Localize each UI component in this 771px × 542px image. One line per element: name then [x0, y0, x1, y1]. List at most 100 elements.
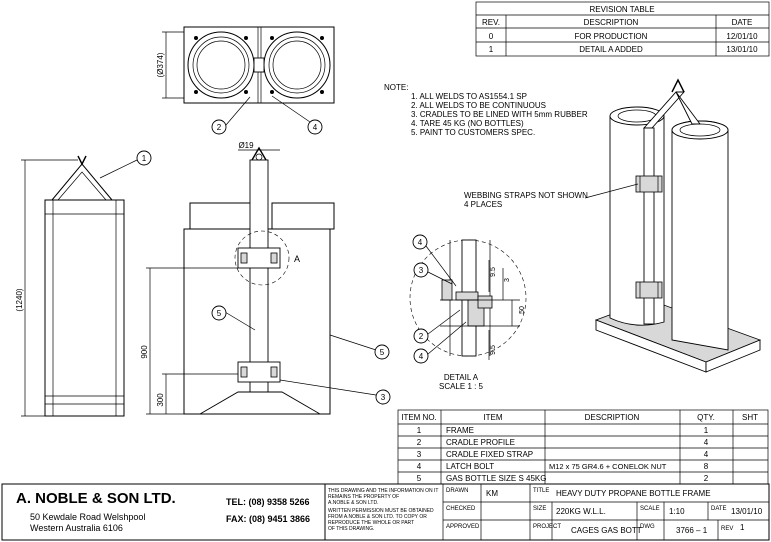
- side-view: (1240) 1: [15, 150, 152, 417]
- bom-header-item: ITEM: [483, 413, 502, 422]
- bom-cell-qty: 4: [704, 438, 709, 447]
- webbing-note-line2: 4 PLACES: [464, 200, 502, 209]
- note-line: 3. CRADLES TO BE LINED WITH 5mm RUBBER: [411, 110, 588, 119]
- detail-a-marker: A: [294, 254, 300, 264]
- isometric-view: WEBBING STRAPS NOT SHOWN 4 PLACES: [464, 78, 762, 373]
- copyright-line: THIS DRAWING AND THE INFORMATION ON IT: [328, 488, 438, 494]
- bill-of-materials: ITEM NO. ITEM DESCRIPTION QTY. SHT 1 FRA…: [397, 409, 769, 485]
- revision-table: REVISION TABLE REV. DESCRIPTION DATE 0 F…: [475, 1, 770, 57]
- date-value: 13/01/10: [731, 507, 763, 516]
- bom-cell-qty: 8: [704, 462, 709, 471]
- bom-cell-no: 3: [417, 450, 422, 459]
- revision-row-rev: 0: [489, 32, 494, 41]
- revision-header-description: DESCRIPTION: [584, 18, 639, 27]
- revision-row-rev: 1: [489, 45, 494, 54]
- bom-cell-item: CRADLE FIXED STRAP: [446, 450, 533, 459]
- revision-table-title: REVISION TABLE: [589, 5, 654, 14]
- bom-cell-item: FRAME: [446, 426, 474, 435]
- callout-4-top: 4: [313, 123, 318, 132]
- copyright-line: FROM A.NOBLE & SON LTD. TO COPY OR: [328, 514, 427, 520]
- height-dimension: (1240): [15, 288, 24, 311]
- bom-cell-qty: 1: [704, 426, 709, 435]
- copyright-line: REPRODUCE THE WHOLE OR PART: [328, 520, 414, 526]
- detail-a-view: 9.5 3 50 9.5 4 3 2 4 DETAIL A SCALE 1 : …: [409, 234, 527, 391]
- callout-4-detail-top: 4: [418, 238, 423, 247]
- diameter-dimension: (Ø374): [156, 52, 165, 77]
- drawing-title: HEAVY DUTY PROPANE BOTTLE FRAME: [556, 489, 711, 498]
- revision-row-description: FOR PRODUCTION: [575, 32, 648, 41]
- revision-header-date: DATE: [732, 18, 753, 27]
- notes-block: NOTE: 1. ALL WELDS TO AS1554.1 SP 2. ALL…: [384, 83, 588, 137]
- callout-5-right: 5: [380, 348, 385, 357]
- rev-value: 1: [740, 523, 745, 532]
- revision-row-description: DETAIL A ADDED: [579, 45, 643, 54]
- bom-cell-qty: 4: [704, 450, 709, 459]
- company-address-line2: Western Australia 6106: [30, 523, 123, 533]
- checked-label: CHECKED: [446, 506, 476, 512]
- note-line: 4. TARE 45 KG (NO BOTTLES): [411, 119, 524, 128]
- callout-1: 1: [142, 154, 147, 163]
- top-view: (Ø374) 2 4: [156, 26, 335, 135]
- bom-header-qty: QTY.: [697, 413, 715, 422]
- bom-cell-no: 4: [417, 462, 422, 471]
- detail-dim-50: 50: [519, 306, 526, 314]
- bom-cell-item: CRADLE PROFILE: [446, 438, 515, 447]
- note-line: 2. ALL WELDS TO BE CONTINUOUS: [411, 101, 546, 110]
- copyright-line: REMAINS THE PROPERTY OF: [328, 494, 399, 500]
- callout-4-detail-bottom: 4: [419, 352, 424, 361]
- title-block: A. NOBLE & SON LTD. 50 Kewdale Road Wels…: [1, 483, 770, 541]
- company-fax: FAX: (08) 9451 3866: [226, 514, 310, 524]
- callout-2-top: 2: [217, 123, 222, 132]
- company-address-line1: 50 Kewdale Road Welshpool: [30, 512, 145, 522]
- bom-cell-no: 5: [417, 474, 422, 483]
- scale-value: 1:10: [669, 507, 685, 516]
- note-line: 5. PAINT TO CUSTOMERS SPEC.: [411, 128, 535, 137]
- revision-row-date: 13/01/10: [726, 45, 758, 54]
- copyright-line: OF THIS DRAWING.: [328, 526, 374, 532]
- size-value: 220KG W.L.L.: [556, 507, 606, 516]
- company-tel: TEL: (08) 9358 5266: [226, 497, 310, 507]
- date-label: DATE: [711, 506, 727, 512]
- callout-5-front: 5: [217, 309, 222, 318]
- bom-cell-description: M12 x 75 GR4.6 + CONELOK NUT: [549, 462, 667, 471]
- rev-label: REV: [721, 526, 733, 532]
- detail-title: DETAIL A: [444, 373, 479, 382]
- callout-2-detail: 2: [419, 332, 424, 341]
- copyright-line: WRITTEN PERMISSION MUST BE OBTAINED: [328, 508, 434, 514]
- notes-title: NOTE:: [384, 83, 408, 92]
- bom-cell-item: LATCH BOLT: [446, 462, 494, 471]
- detail-scale: SCALE 1 : 5: [439, 382, 484, 391]
- project-label: PROJECT: [533, 524, 561, 530]
- detail-dim-9-5-top: 9.5: [490, 267, 497, 277]
- bom-header-item-no: ITEM NO.: [401, 413, 437, 422]
- revision-row-date: 12/01/10: [726, 32, 758, 41]
- project-value: CAGES GAS BOTT: [571, 526, 642, 535]
- cradle-upper-dimension: 900: [140, 345, 149, 359]
- approved-label: APPROVED: [446, 524, 480, 530]
- drawn-label: DRAWN: [446, 488, 468, 494]
- size-label: SIZE: [533, 506, 546, 512]
- dwg-label: DWG: [640, 524, 655, 530]
- bom-header-sht: SHT: [742, 413, 758, 422]
- callout-3-detail: 3: [419, 266, 424, 275]
- bom-cell-no: 1: [417, 426, 422, 435]
- webbing-note-line1: WEBBING STRAPS NOT SHOWN: [464, 191, 588, 200]
- detail-dim-9-5-bottom: 9.5: [490, 345, 497, 355]
- note-line: 1. ALL WELDS TO AS1554.1 SP: [411, 92, 527, 101]
- bom-header-description: DESCRIPTION: [585, 413, 640, 422]
- copyright-line: A.NOBLE & SON LTD.: [328, 500, 378, 506]
- callout-3-front: 3: [381, 393, 386, 402]
- bom-cell-qty: 2: [704, 474, 709, 483]
- title-label: TITLE: [533, 488, 549, 494]
- cradle-lower-dimension: 300: [156, 393, 165, 407]
- bom-cell-item: GAS BOTTLE SIZE S 45KG: [446, 474, 546, 483]
- detail-dim-3: 3: [504, 278, 511, 282]
- revision-header-rev: REV.: [482, 18, 500, 27]
- dwg-value: 3766 – 1: [676, 526, 708, 535]
- bom-cell-no: 2: [417, 438, 422, 447]
- drawn-value: KM: [486, 489, 498, 498]
- scale-label: SCALE: [640, 506, 660, 512]
- front-view: Ø19 A 900 300 5 5 3: [140, 141, 391, 415]
- lift-eye-dimension: Ø19: [238, 141, 254, 150]
